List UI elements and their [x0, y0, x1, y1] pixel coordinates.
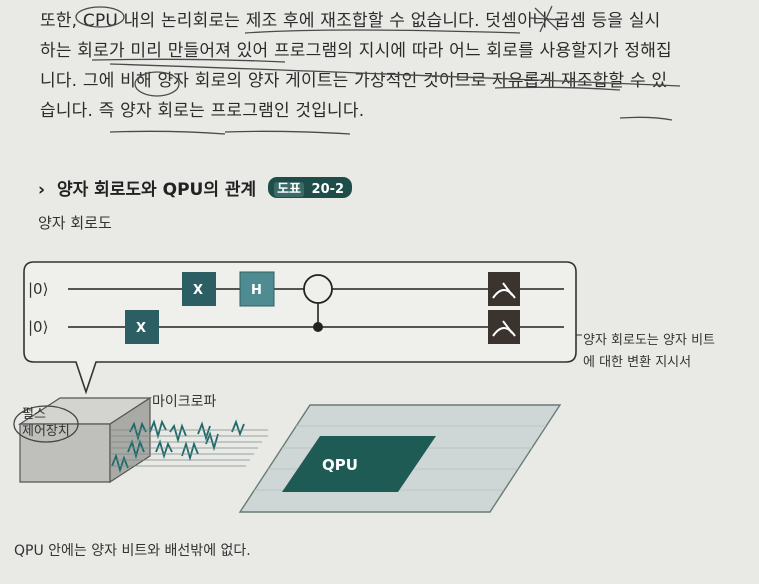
- figure-badge-number: 20-2: [311, 182, 345, 197]
- cnot-control: [313, 322, 323, 332]
- qubit-label-top: |0⟩: [28, 280, 48, 298]
- figure-badge-tag: 도표: [274, 182, 305, 197]
- x-gate-bottom: [125, 310, 159, 344]
- figure-badge: 도표 20-2: [268, 177, 353, 198]
- microwave-label: 마이크로파: [152, 394, 217, 410]
- x-gate-bottom-label: X: [136, 321, 146, 336]
- pulse-control-label: 펄스 제어장치: [22, 406, 70, 440]
- measure-gate-top: [488, 272, 520, 306]
- handwritten-annotations: [75, 5, 681, 135]
- microwave-lines: [110, 429, 268, 467]
- h-gate-label: H: [251, 283, 262, 298]
- x-gate-top-label: X: [193, 283, 203, 298]
- paragraph-line: 또한, CPU 내의 논리회로는 제조 후에 재조합할 수 없습니다. 덧셈이나…: [40, 11, 661, 31]
- section-title: › 양자 회로도와 QPU의 관계 도표 20-2: [38, 175, 353, 200]
- section-title-text: 양자 회로도와 QPU의 관계: [56, 180, 257, 200]
- qpu-label: QPU: [322, 456, 358, 474]
- paragraph-line: 니다. 그에 비해 양자 회로의 양자 게이트는 가상적인 것이므로 자유롭게 …: [40, 71, 668, 91]
- paragraph-line: 하는 회로가 미리 만들어져 있어 프로그램의 지시에 따라 어느 회로를 사용…: [40, 41, 672, 61]
- figure-caption: QPU 안에는 양자 비트와 배선밖에 없다.: [14, 543, 251, 559]
- cnot-target: [303, 274, 333, 304]
- qpu-chip: [238, 404, 562, 513]
- x-gate-top: [182, 272, 216, 306]
- pulse-label-line: 제어장치: [22, 424, 70, 439]
- circuit-caption-line: 에 대한 변환 지시서: [583, 355, 692, 370]
- chevron-right-icon: ›: [38, 180, 46, 200]
- paragraph-line: 습니다. 즉 양자 회로는 프로그램인 것입니다.: [40, 101, 365, 121]
- figure-subtitle: 양자 회로도: [38, 214, 112, 232]
- pulse-label-line: 펄스: [22, 407, 46, 422]
- qubit-label-bottom: |0⟩: [28, 318, 48, 336]
- circuit-caption: 양자 회로도는 양자 비트 에 대한 변환 지시서: [583, 330, 715, 374]
- measure-gate-bottom: [488, 310, 520, 344]
- h-gate: [239, 271, 275, 307]
- circuit-caption-line: 양자 회로도는 양자 비트: [583, 333, 715, 348]
- body-paragraph: 또한, CPU 내의 논리회로는 제조 후에 재조합할 수 없습니다. 덧셈이나…: [40, 6, 740, 126]
- pulse-control-device: [13, 396, 153, 484]
